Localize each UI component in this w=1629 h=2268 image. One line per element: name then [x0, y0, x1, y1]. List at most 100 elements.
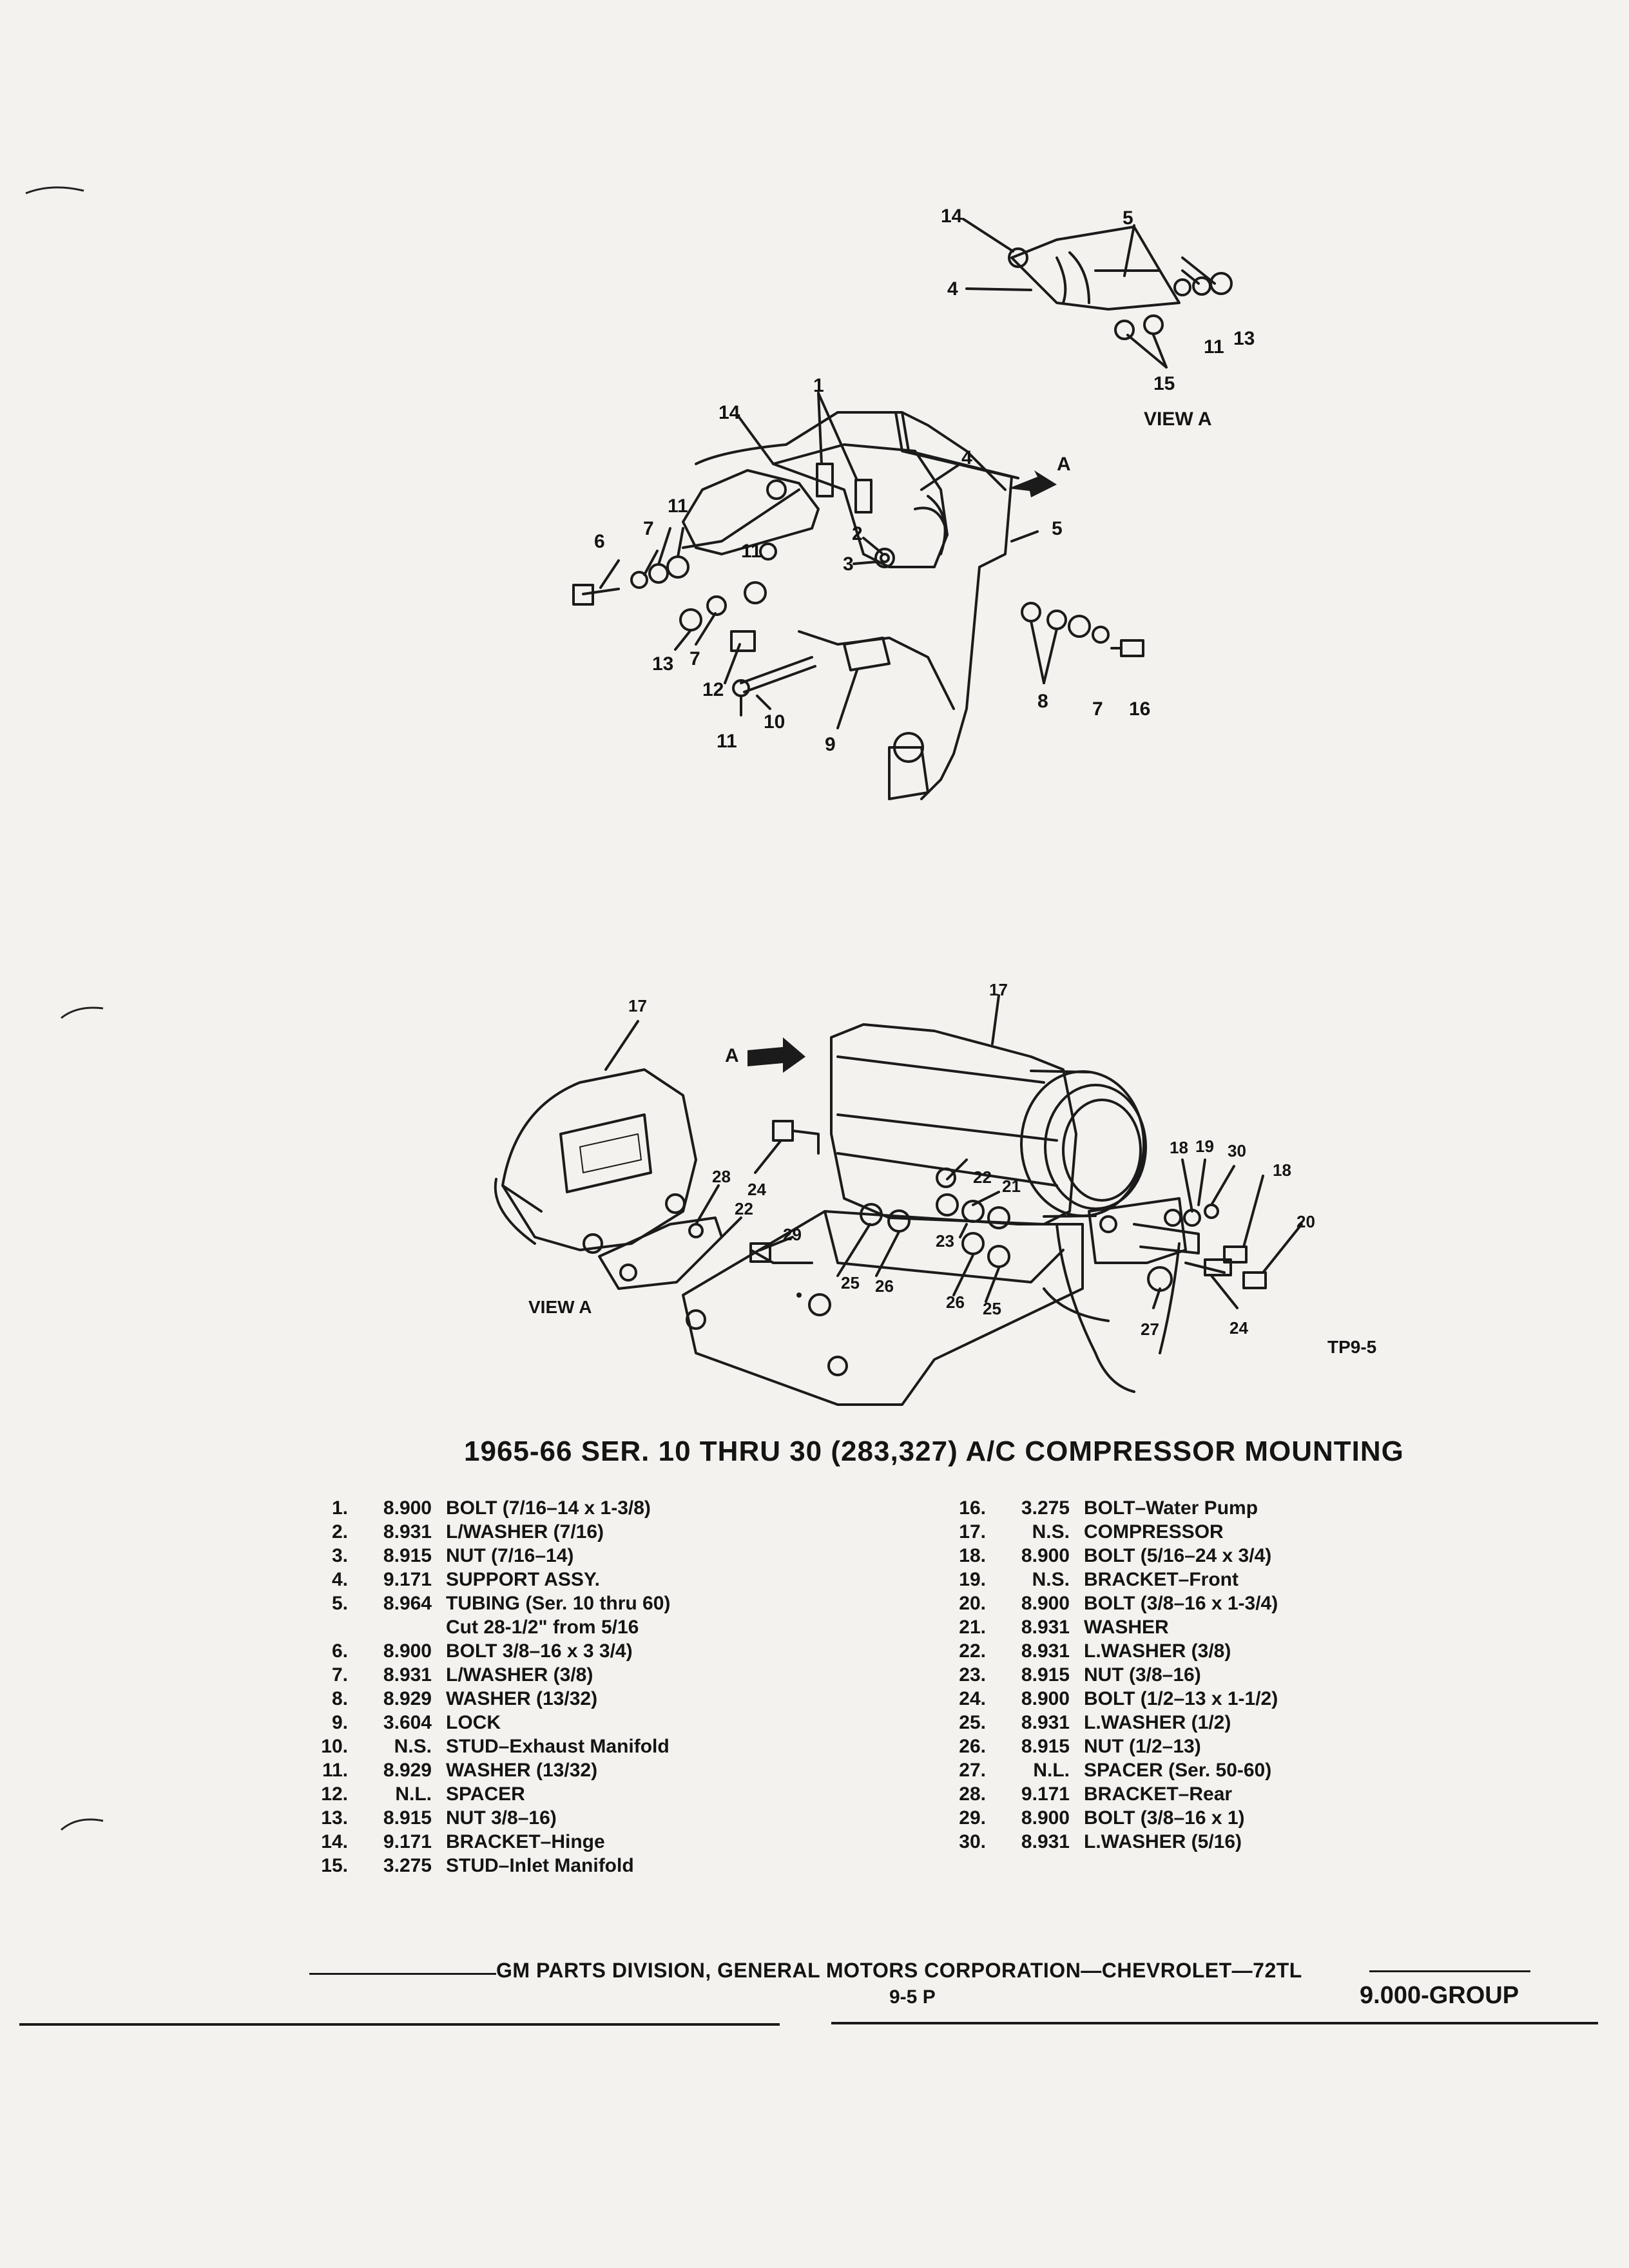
- callout-label: 18: [1273, 1160, 1291, 1180]
- part-number: 17.: [959, 1521, 986, 1542]
- part-code: 8.931: [1021, 1617, 1070, 1638]
- part-description: NUT (1/2–13): [1084, 1736, 1201, 1757]
- view-a-label: VIEW A: [1144, 408, 1212, 430]
- part-code: 8.915: [1021, 1664, 1070, 1686]
- parts-list-row: 19.N.S.BRACKET–Front: [934, 1568, 1278, 1591]
- part-description: WASHER: [1084, 1617, 1169, 1638]
- figure-code: TP9-5: [1327, 1337, 1376, 1357]
- callout-label: 10: [764, 711, 785, 733]
- parts-list-row: 12.N.L.SPACER: [296, 1782, 670, 1806]
- callout-label: 19: [1195, 1137, 1214, 1156]
- callout-label: 13: [652, 653, 673, 675]
- callout-label: 28: [712, 1167, 731, 1186]
- part-number: 27.: [959, 1760, 986, 1781]
- part-number: 21.: [959, 1617, 986, 1638]
- callout-label: 17: [628, 996, 647, 1015]
- part-number: 14.: [321, 1831, 348, 1852]
- part-code: 8.915: [1021, 1736, 1070, 1757]
- part-number: 13.: [321, 1807, 348, 1829]
- part-code: 8.931: [1021, 1640, 1070, 1662]
- parts-list-row: 26. 8.915 NUT (1/2–13): [934, 1735, 1278, 1758]
- part-code: N.L.: [395, 1783, 432, 1805]
- part-description: STUD–Exhaust Manifold: [446, 1736, 670, 1757]
- part-description: L.WASHER (3/8): [1084, 1640, 1231, 1662]
- callout-label: 24: [747, 1180, 766, 1199]
- part-code: 8.900: [1021, 1545, 1070, 1566]
- callout-label: 5: [1052, 518, 1063, 539]
- part-number: 26.: [959, 1736, 986, 1757]
- part-number: 11.: [322, 1760, 348, 1781]
- callout-label: 1: [813, 375, 824, 396]
- parts-list-row: 21. 8.931 WASHER: [934, 1615, 1278, 1639]
- part-number: 3.: [331, 1545, 348, 1566]
- part-number: 19.: [959, 1569, 986, 1590]
- arrow-a-label: A: [1057, 454, 1071, 475]
- part-description: BOLT (3/8–16 x 1): [1084, 1807, 1245, 1829]
- callout-label: 25: [841, 1273, 860, 1293]
- callout-label: 18: [1170, 1138, 1188, 1157]
- part-description: Cut 28-1/2" from 5/16: [446, 1617, 639, 1638]
- callout-label: 9: [825, 734, 836, 755]
- callout-label: 14: [718, 402, 740, 423]
- part-number: 28.: [959, 1783, 986, 1805]
- callout-label: 6: [594, 531, 605, 552]
- part-code: N.S.: [1032, 1569, 1070, 1590]
- part-description: L.WASHER (5/16): [1084, 1831, 1242, 1852]
- part-code: 8.915: [383, 1807, 432, 1829]
- parts-list-row: 13. 8.915 NUT 3/8–16): [296, 1806, 670, 1830]
- part-description: BOLT (7/16–14 x 1-3/8): [446, 1497, 651, 1519]
- parts-list-row: 27.N.L.SPACER (Ser. 50-60): [934, 1758, 1278, 1782]
- part-code: N.L.: [1033, 1760, 1070, 1781]
- callout-label: 3: [843, 553, 854, 575]
- part-description: WASHER (13/32): [446, 1688, 598, 1709]
- callout-label: 13: [1233, 328, 1255, 349]
- callout-label: 7: [1092, 698, 1103, 720]
- part-number: 22.: [959, 1640, 986, 1662]
- part-number: 9.: [331, 1712, 348, 1733]
- part-description: NUT 3/8–16): [446, 1807, 557, 1829]
- part-number: 1.: [331, 1497, 348, 1519]
- part-code: 9.171: [383, 1569, 432, 1590]
- callout-label: 4: [961, 447, 972, 468]
- footer-publisher: GM PARTS DIVISION, GENERAL MOTORS CORPOR…: [496, 1959, 1302, 1982]
- part-description: TUBING (Ser. 10 thru 60): [446, 1593, 671, 1614]
- part-number: 12.: [321, 1783, 348, 1805]
- part-code: 9.171: [383, 1831, 432, 1852]
- callout-label: 24: [1229, 1318, 1248, 1338]
- part-description: WASHER (13/32): [446, 1760, 598, 1781]
- footer-group-number: 9.000-GROUP: [1360, 1982, 1519, 2009]
- parts-list-row: 10.N.S.STUD–Exhaust Manifold: [296, 1735, 670, 1758]
- part-number: 8.: [331, 1688, 348, 1709]
- part-description: BOLT (5/16–24 x 3/4): [1084, 1545, 1272, 1566]
- part-number: 2.: [331, 1521, 348, 1542]
- parts-list-row: 17.N.S.COMPRESSOR: [934, 1520, 1278, 1544]
- part-description: NUT (3/8–16): [1084, 1664, 1201, 1686]
- callout-label: 26: [875, 1276, 894, 1296]
- part-description: SUPPORT ASSY.: [446, 1569, 600, 1590]
- part-code: 9.171: [1021, 1783, 1070, 1805]
- part-description: L/WASHER (3/8): [446, 1664, 593, 1686]
- callout-label: 4: [947, 278, 958, 300]
- view-a-label: VIEW A: [528, 1297, 592, 1317]
- part-number: 5.: [331, 1593, 348, 1614]
- footer-page-number: 9-5 P: [889, 1986, 936, 2008]
- part-code: 8.931: [383, 1664, 432, 1686]
- callout-label: 15: [1153, 373, 1175, 394]
